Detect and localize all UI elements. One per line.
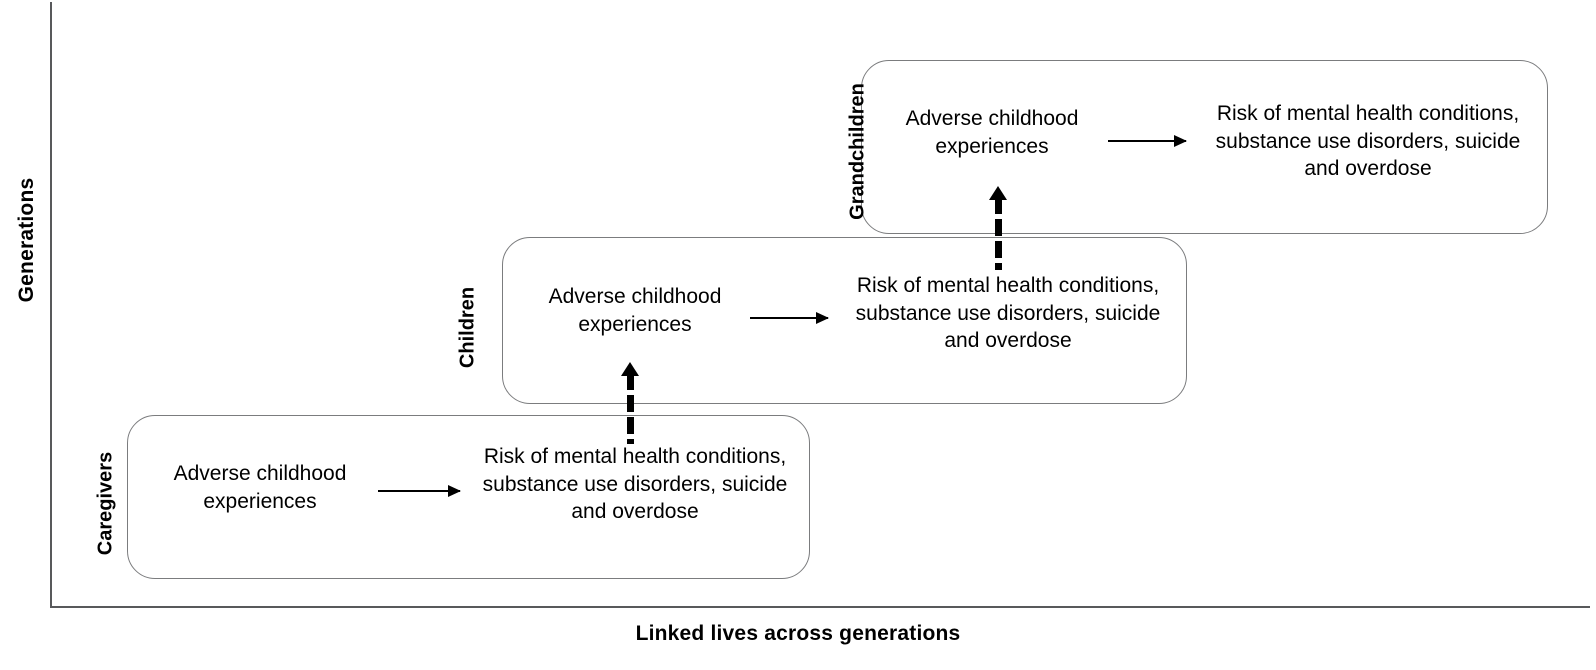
y-axis-line	[50, 2, 52, 608]
dashed-arrow-caregivers-risk-to-children-ace	[621, 362, 639, 444]
dashed-shaft	[627, 373, 634, 444]
node-risk-children: Risk of mental health conditions, substa…	[855, 274, 1161, 353]
dashed-arrow-children-risk-to-grandchildren-ace	[989, 186, 1007, 270]
node-ace-grandchildren: Adverse childhood experiences	[905, 107, 1079, 158]
generation-box-grandchildren	[861, 60, 1548, 234]
generation-label-children: Children	[456, 286, 479, 369]
solid-arrow-grandchildren-ace-to-risk	[1108, 135, 1187, 147]
node-ace-caregivers: Adverse childhood experiences	[173, 462, 347, 513]
node-risk-caregivers: Risk of mental health conditions, substa…	[482, 445, 788, 524]
generation-label-caregivers: Caregivers	[94, 451, 117, 556]
generation-box-caregivers	[127, 415, 810, 579]
x-axis-title: Linked lives across generations	[635, 622, 961, 645]
arrowhead-up-icon	[989, 186, 1007, 200]
generation-box-children	[502, 237, 1187, 404]
solid-arrow-children-ace-to-risk	[750, 312, 829, 324]
node-risk-grandchildren: Risk of mental health conditions, substa…	[1215, 102, 1521, 181]
arrowhead-up-icon	[621, 362, 639, 376]
generation-label-grandchildren: Grandchildren	[846, 83, 869, 220]
x-axis-line	[50, 606, 1590, 608]
y-axis-title: Generations	[15, 177, 38, 303]
dashed-shaft	[995, 197, 1002, 270]
solid-arrow-caregivers-ace-to-risk	[378, 485, 461, 497]
node-ace-children: Adverse childhood experiences	[548, 285, 722, 336]
